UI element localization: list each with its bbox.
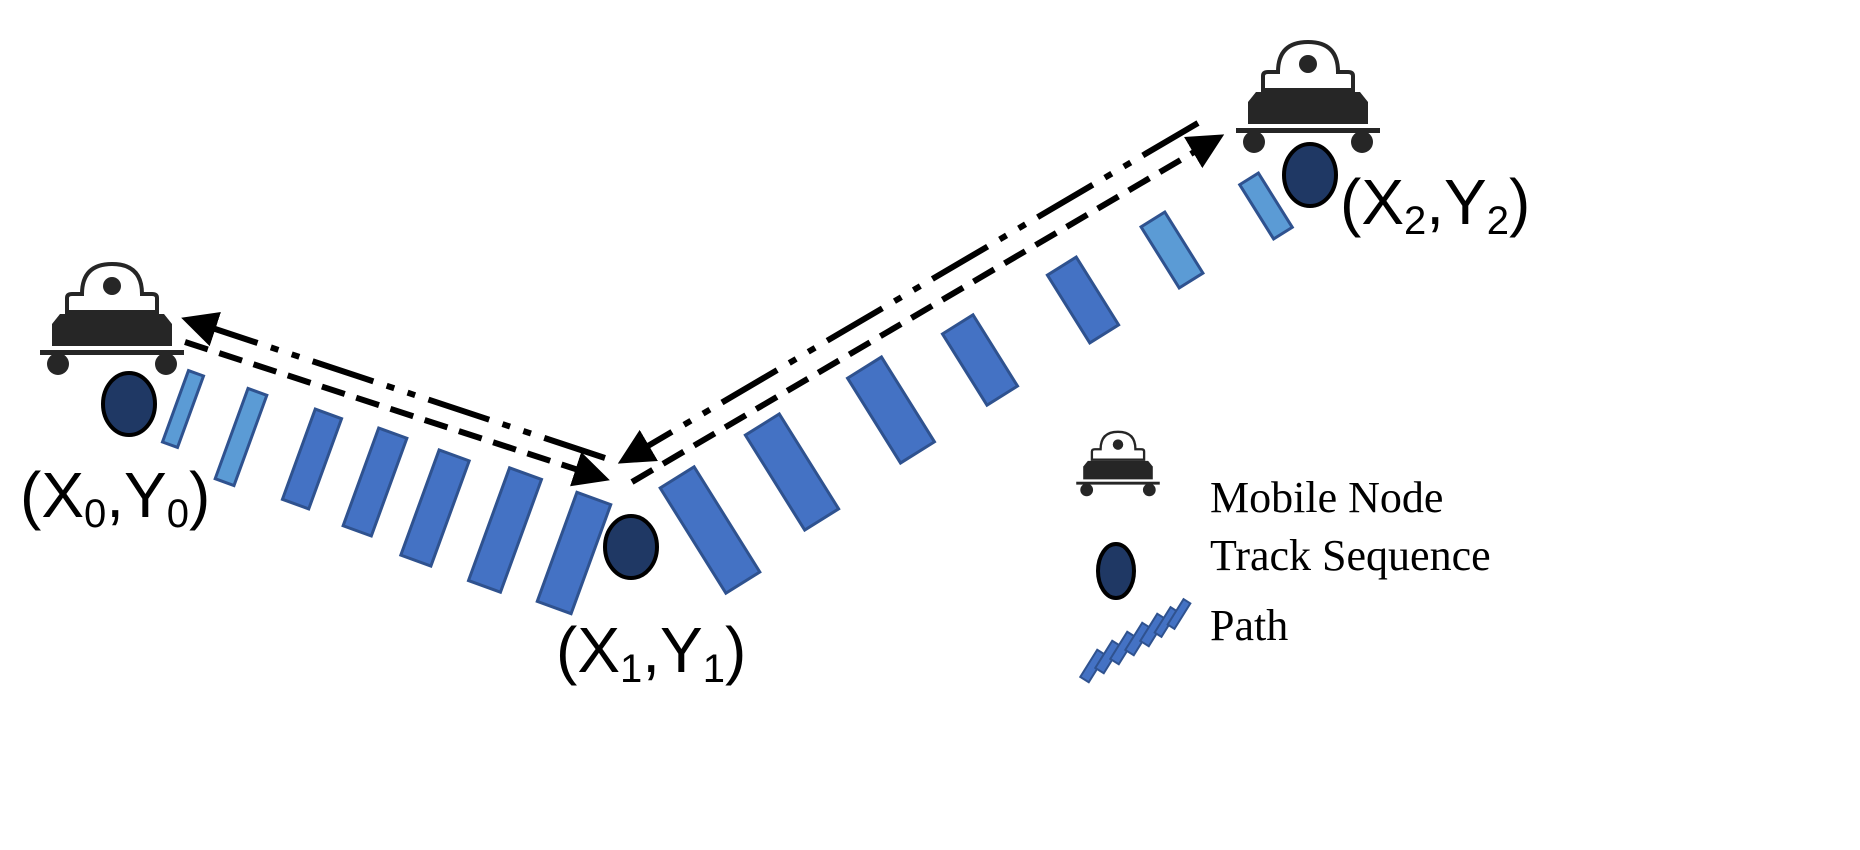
mobile-node-icon [1234, 40, 1382, 155]
coord-label-0: (X0,Y0) [20, 459, 210, 536]
legend-mobile-node-icon [1075, 430, 1161, 498]
legend-mobile-node-label: Mobile Node [1210, 473, 1443, 522]
return-arrow-left [181, 311, 606, 461]
legend: Mobile Node Track Sequence Path [1075, 430, 1491, 684]
mobile-node-icon [38, 262, 186, 377]
legend-path-label: Path [1210, 601, 1288, 650]
path-segment [398, 447, 472, 569]
path-segment [535, 490, 613, 616]
path-segment [1237, 170, 1295, 242]
track-point-2 [1282, 142, 1338, 208]
path-segment [658, 464, 762, 596]
path-segment [845, 354, 937, 466]
path-segment [160, 368, 206, 450]
path-segment [743, 411, 841, 533]
path-right [658, 170, 1295, 596]
coord-label-1: (X1,Y1) [556, 614, 746, 691]
legend-track-sequence-label: Track Sequence [1210, 531, 1491, 580]
path-left [160, 368, 613, 616]
legend-track-sequence-icon [1096, 542, 1136, 600]
legend-path-icon [1078, 597, 1192, 684]
forward-arrow-left [184, 339, 610, 487]
path-segment [940, 312, 1020, 408]
path-segment [280, 407, 344, 511]
path-segment [341, 426, 409, 538]
path-segment [1045, 255, 1121, 345]
track-point-1 [603, 514, 659, 580]
motion-arrows [181, 120, 1225, 487]
path-segment [466, 465, 544, 595]
path-segment [1138, 209, 1206, 291]
forward-arrow-right [630, 134, 1225, 485]
track-point-0 [101, 371, 157, 437]
path-segment [213, 386, 269, 488]
coord-label-2: (X2,Y2) [1340, 166, 1530, 243]
